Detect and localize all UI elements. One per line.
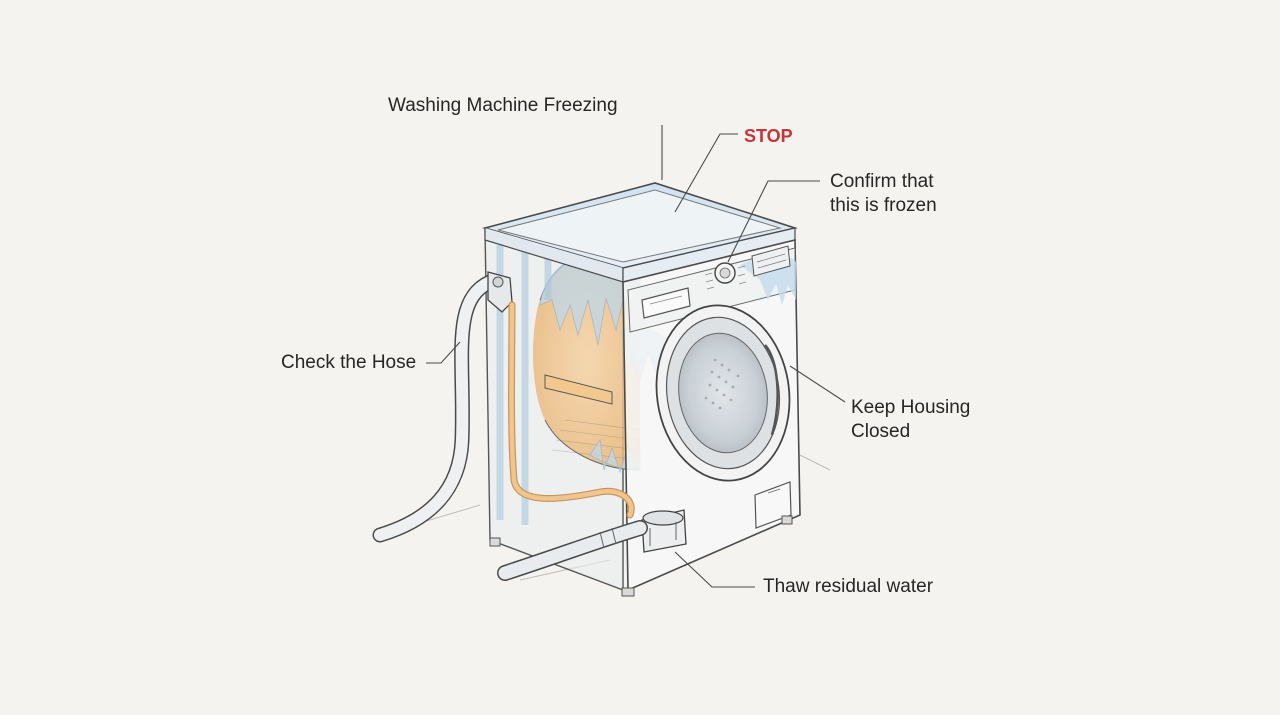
drain-hose bbox=[497, 520, 648, 581]
thaw-leader-line bbox=[674, 551, 755, 588]
confirm-frozen-line-1: Confirm that bbox=[830, 171, 934, 192]
callout-lines bbox=[426, 125, 846, 588]
check-hose-label: Check the Hose bbox=[281, 352, 417, 373]
stop-leader-line bbox=[674, 133, 738, 213]
machine-door bbox=[655, 304, 791, 482]
keep-housing-label: Keep Housing Closed bbox=[851, 396, 970, 444]
internal-warm-tube bbox=[508, 301, 635, 519]
machine-feet bbox=[489, 515, 793, 597]
machine-top bbox=[482, 182, 798, 283]
drain-filter bbox=[641, 509, 687, 553]
confirm-frozen-label: Confirm that this is frozen bbox=[830, 170, 937, 218]
inlet-hose bbox=[372, 271, 513, 543]
confirm-frozen-line-2: this is frozen bbox=[830, 195, 937, 216]
housing-leader-line bbox=[789, 365, 846, 403]
diagram-title: Washing Machine Freezing bbox=[388, 95, 618, 116]
keep-housing-line-1: Keep Housing bbox=[851, 397, 971, 418]
thaw-water-label: Thaw residual water bbox=[763, 576, 934, 597]
stop-label: STOP bbox=[744, 126, 793, 146]
keep-housing-line-2: Closed bbox=[851, 421, 911, 442]
confirm-leader-line bbox=[727, 180, 820, 263]
hose-leader-line bbox=[426, 341, 461, 364]
